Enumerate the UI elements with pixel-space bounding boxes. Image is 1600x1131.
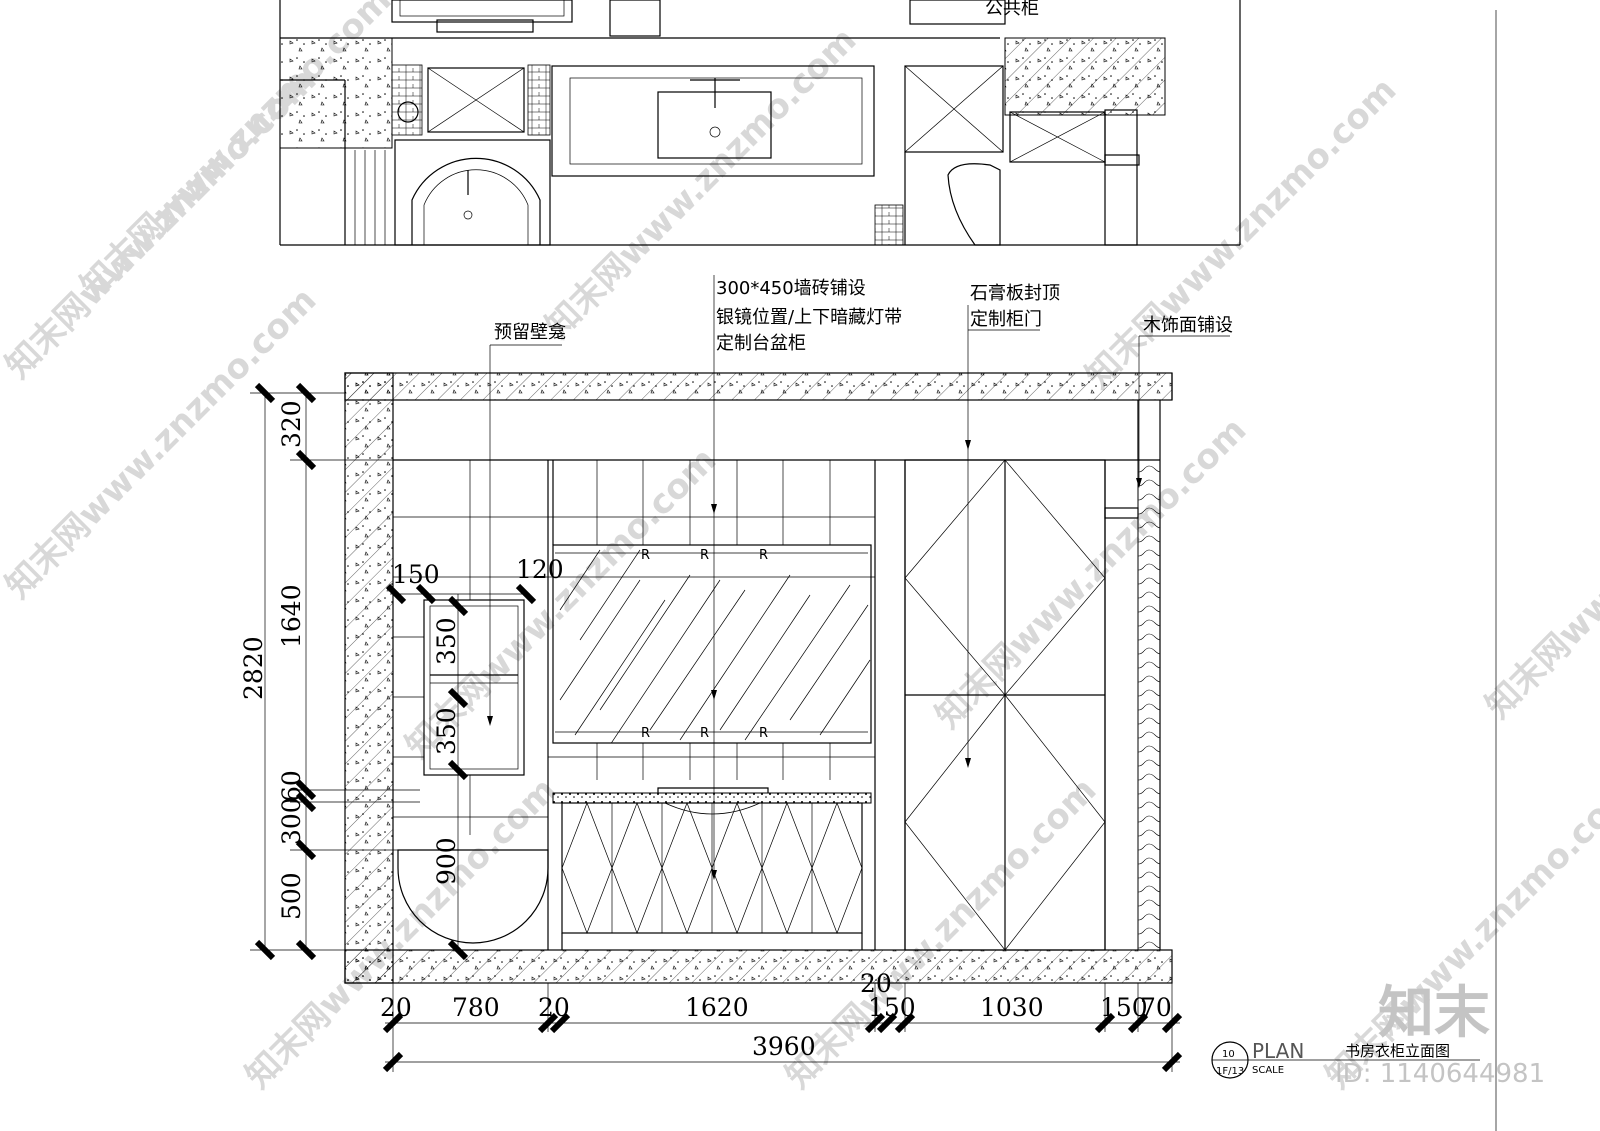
dim-20: 20 (860, 969, 892, 998)
dim-150: 150 (392, 560, 440, 589)
round-basin (397, 849, 549, 944)
dim-20: 20 (380, 993, 412, 1022)
note-tile: 300*450墙砖铺设 (716, 278, 866, 299)
niche-dimensions: 150 120 350 350 900 (385, 555, 564, 961)
note-ceiling: 石膏板封顶 (970, 282, 1060, 304)
title-number: 10 (1222, 1049, 1235, 1060)
note-vanity: 定制台盆柜 (716, 333, 806, 354)
dim-120: 120 (516, 555, 564, 584)
note-niche: 预留壁龛 (494, 322, 566, 343)
dim-500: 500 (277, 872, 306, 920)
title-plan: PLAN (1252, 1039, 1304, 1063)
vanity-cabinet (552, 787, 872, 950)
dim-350b: 350 (432, 707, 461, 755)
led-mark: R (759, 548, 768, 563)
dim-150: 150 (1100, 993, 1148, 1022)
elevation-view: R R R R R R (344, 372, 1173, 984)
dim-900: 900 (432, 837, 461, 885)
led-mark: R (700, 726, 709, 741)
drawing-title: 书房衣柜立面图 (1345, 1042, 1450, 1060)
dim-1640: 1640 (277, 584, 306, 648)
plan-label: 公共柜 (985, 0, 1039, 19)
title-sheet: 1F/13 (1216, 1066, 1244, 1077)
image-id: ID: 1140644981 (1335, 1059, 1545, 1089)
silver-mirror: R R R R R R (552, 544, 872, 744)
dim-60: 60 (277, 770, 306, 802)
dim-70: 70 (1140, 993, 1172, 1022)
dim-300: 300 (277, 797, 306, 845)
watermark-text: 知末网www.znzmo.com (1478, 400, 1600, 726)
top-floor-plan: 公共柜 (279, 0, 1241, 246)
led-mark: R (641, 726, 650, 741)
title-block: 10 1F/13 PLAN SCALE 书房衣柜立面图 (1211, 10, 1497, 1131)
note-doors: 定制柜门 (970, 309, 1042, 330)
watermark-text: 知末网www.znzmo.com (1078, 70, 1404, 396)
title-scale: SCALE (1252, 1065, 1284, 1076)
left-dimensions: 2820 320 1640 300 60 500 (239, 382, 420, 961)
dim-350a: 350 (432, 617, 461, 665)
dim-780: 780 (452, 993, 500, 1022)
brand-logo: 知末 (1378, 981, 1490, 1046)
watermark-layer: 知末网www.znzmo.com 知末网www.znzmo.com 知末网www… (0, 0, 1600, 1096)
led-mark: R (641, 548, 650, 563)
wall-niche (423, 599, 525, 776)
dim-1620: 1620 (685, 993, 749, 1022)
wardrobe-doors (904, 459, 1106, 951)
dim-3960: 3960 (752, 1032, 816, 1061)
wood-panel (1137, 459, 1161, 951)
dim-150: 150 (868, 993, 916, 1022)
wall-tiles (393, 460, 875, 835)
led-mark: R (759, 726, 768, 741)
dim-20: 20 (538, 993, 570, 1022)
watermark-text: 知末网www.znzmo.com (928, 410, 1254, 736)
bottom-dimensions: 20 780 20 1620 20 150 1030 150 70 3960 (380, 969, 1183, 1073)
annotations: 预留壁龛 300*450墙砖铺设 银镜位置/上下暗藏灯带 定制台盆柜 石膏板封顶… (487, 275, 1233, 880)
dim-2820: 2820 (239, 636, 268, 700)
dim-1030: 1030 (980, 993, 1044, 1022)
led-mark: R (700, 548, 709, 563)
dim-320: 320 (277, 400, 306, 448)
note-mirror: 银镜位置/上下暗藏灯带 (716, 307, 902, 328)
note-wood: 木饰面铺设 (1143, 315, 1233, 336)
